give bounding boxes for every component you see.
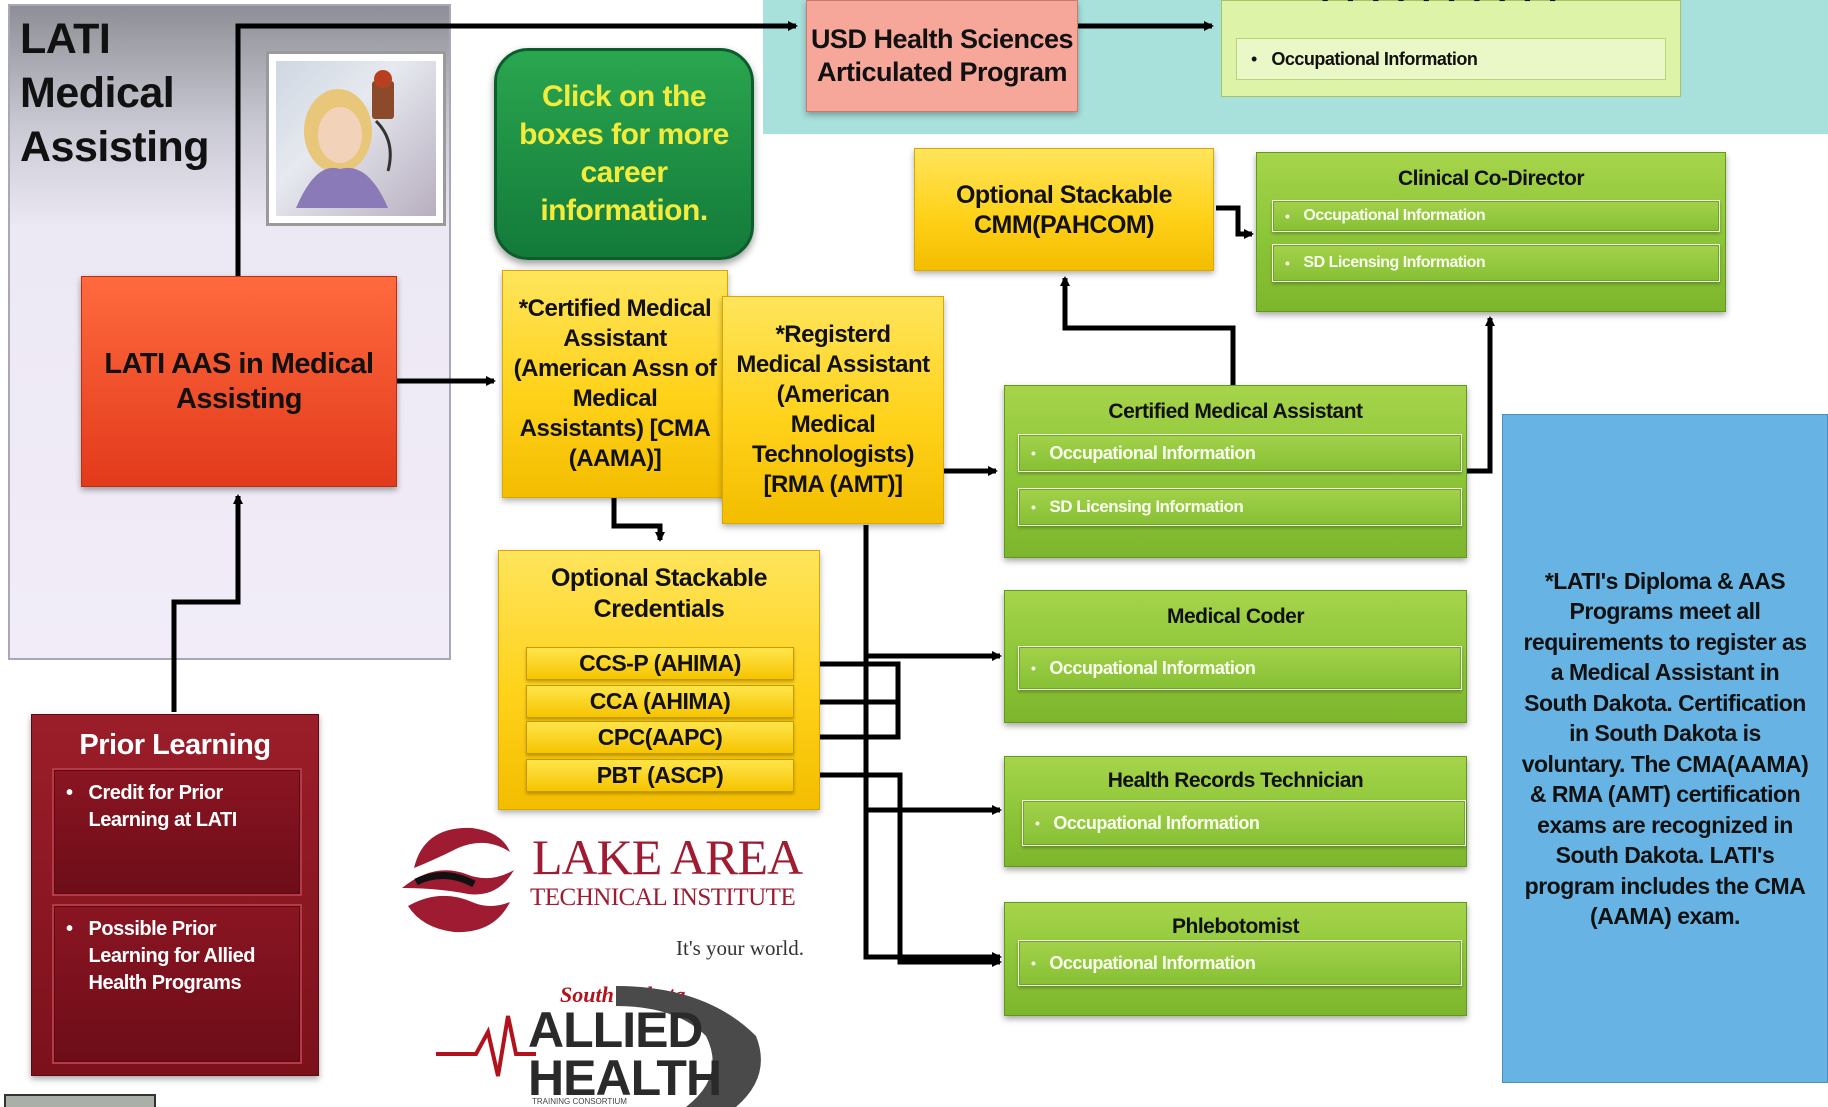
prior-learning-title: Prior Learning <box>79 729 271 761</box>
student-photo <box>266 51 446 226</box>
occupational-information-link[interactable]: •Occupational Information <box>1022 800 1466 846</box>
occupational-information-link[interactable]: •Occupational Information <box>1018 646 1462 690</box>
sd-licensing-information-link[interactable]: •SD Licensing Information <box>1018 488 1462 526</box>
usd-career-title-cropped: ▪ ▪ ▪ ▪ ▪ ▪ ▪ ▪ ▪ ▪ <box>1182 0 1702 11</box>
credential-cca[interactable]: CCA (AHIMA) <box>526 685 794 718</box>
lati-panel-title: LATI Medical Assisting <box>20 15 210 171</box>
career-clinical-codirector[interactable]: Clinical Co-Director <box>1256 152 1726 312</box>
occupational-information-link[interactable]: •Occupational Information <box>1018 434 1462 472</box>
sd-licensing-information-link[interactable]: •SD Licensing Information <box>1272 244 1720 282</box>
career-title: Clinical Co-Director <box>1397 167 1585 190</box>
lake-area-technical-institute-logo: LAKE AREA TECHNICAL INSTITUTE It's your … <box>394 818 824 968</box>
career-title: Health Records Technician <box>1107 769 1364 792</box>
usd-occupational-information-link[interactable]: •Occupational Information <box>1236 38 1666 80</box>
usd-health-sciences-box[interactable]: USD Health Sciences Articulated Program <box>806 0 1078 112</box>
occupational-information-link[interactable]: •Occupational Information <box>1018 940 1462 986</box>
lati-aas-medical-assisting-box[interactable]: LATI AAS in Medical Assisting <box>81 276 397 487</box>
creative-commons-badge[interactable] <box>4 1094 156 1107</box>
career-title: Phlebotomist <box>1171 915 1300 938</box>
heartbeat-road-icon <box>436 986 761 1107</box>
click-for-info-box: Click on the boxes for more career infor… <box>494 48 754 260</box>
sd-allied-health-logo: South Dakota ALLIED HEALTH TRAINING CONS… <box>436 976 776 1107</box>
credential-pbt[interactable]: PBT (ASCP) <box>526 759 794 792</box>
credential-cpc[interactable]: CPC(AAPC) <box>526 721 794 754</box>
career-title: Medical Coder <box>1166 605 1305 628</box>
occupational-information-link[interactable]: •Occupational Information <box>1272 200 1720 232</box>
lake-area-emblem-icon <box>402 827 514 933</box>
credential-ccs-p[interactable]: CCS-P (AHIMA) <box>526 647 794 680</box>
usd-career-box[interactable]: ▪ ▪ ▪ ▪ ▪ ▪ ▪ ▪ ▪ ▪ •Occupational Inform… <box>1221 0 1681 97</box>
career-title: Certified Medical Assistant <box>1108 400 1363 423</box>
cmm-pahcom-box[interactable]: Optional Stackable CMM(PAHCOM) <box>914 148 1214 271</box>
